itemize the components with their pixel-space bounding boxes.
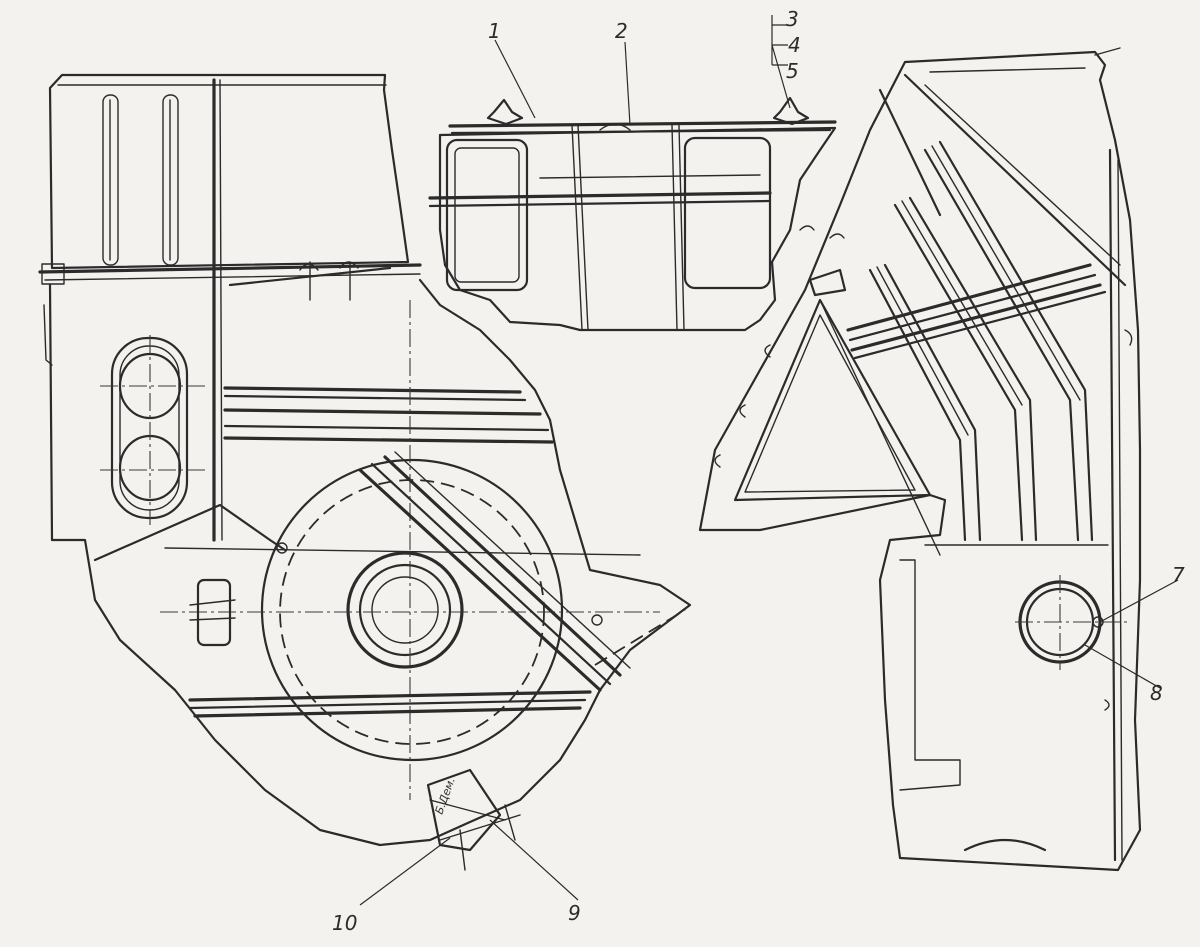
callout-4: 4 [788, 33, 801, 57]
center-section-view [428, 96, 837, 332]
callout-3: 3 [786, 7, 799, 31]
callout-labels: 1 2 3 4 5 7 8 9 10 [332, 7, 1185, 935]
callout-7: 7 [1172, 563, 1185, 587]
callout-10: 10 [332, 911, 357, 935]
callout-5: 5 [786, 59, 799, 83]
callout-1: 1 [488, 19, 501, 43]
callout-8: 8 [1150, 681, 1163, 705]
callout-2: 2 [615, 19, 628, 43]
right-housing-view [698, 47, 1142, 872]
leader-lines [359, 15, 1179, 906]
callout-9: 9 [568, 901, 581, 925]
left-housing-view: Б.Дем. [38, 73, 692, 871]
